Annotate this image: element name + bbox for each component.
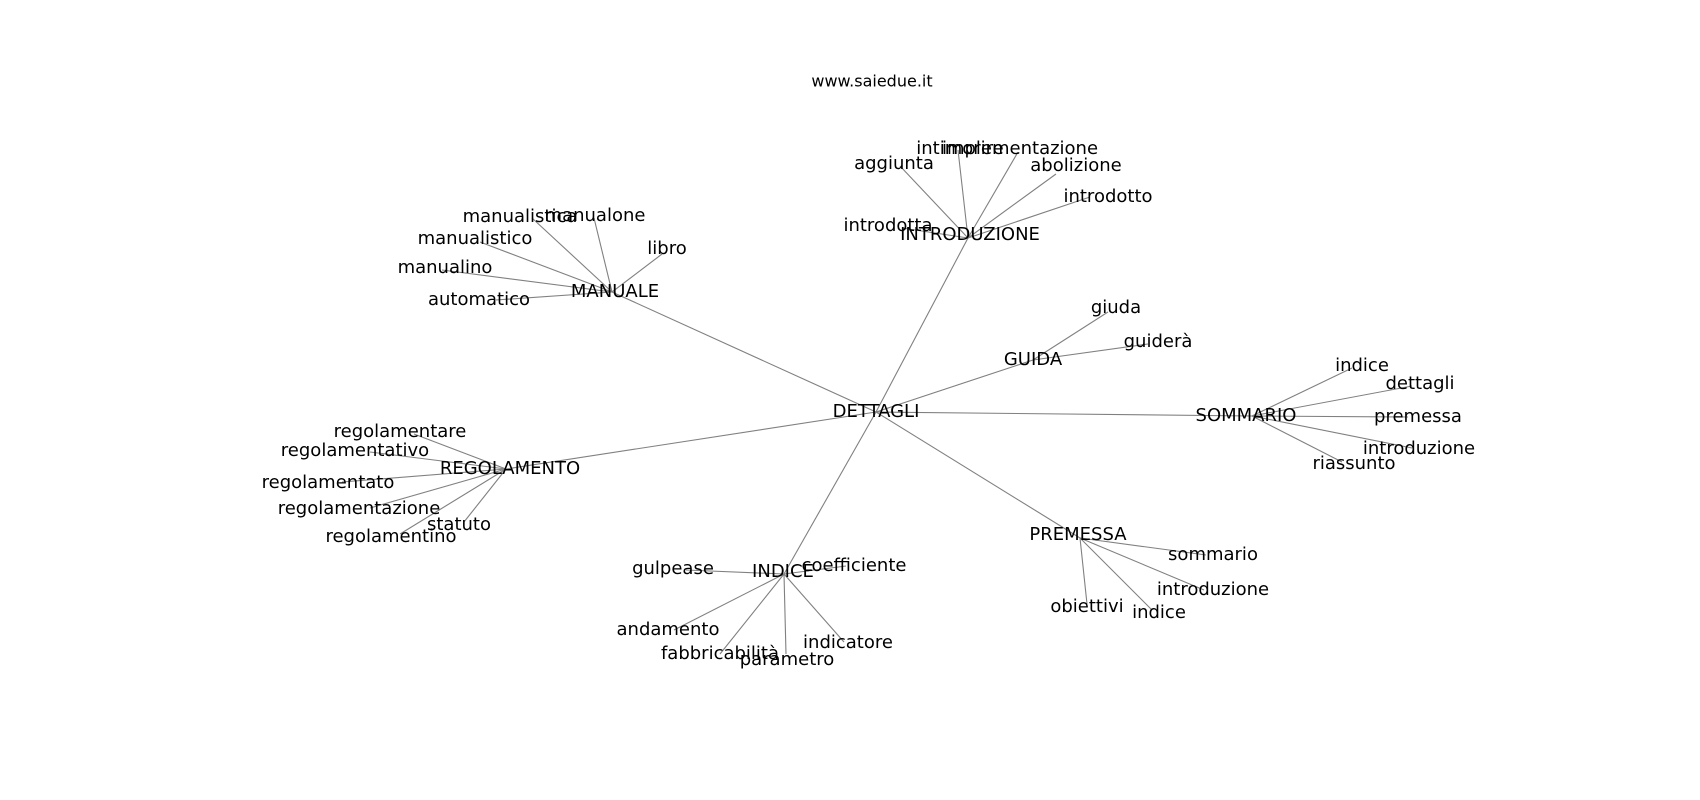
edge-hub-to-leaf — [1079, 537, 1207, 556]
leaf-node: premessa — [1374, 406, 1462, 427]
edge-hub-to-leaf — [441, 269, 613, 293]
leaf-node: introdotta — [843, 215, 932, 236]
leaf-node: regolamentino — [325, 526, 456, 547]
edge-hub-to-leaf — [967, 196, 1091, 239]
edge-hub-to-leaf — [783, 573, 845, 643]
leaf-node: regolamentato — [262, 472, 395, 493]
leaf-node: andamento — [617, 619, 720, 640]
leaf-node: abolizione — [1030, 155, 1121, 176]
leaf-node: indicatore — [803, 632, 893, 653]
edge-hub-to-leaf — [1251, 385, 1413, 417]
edge-hub-to-leaf — [685, 569, 785, 575]
leaf-node: parametro — [740, 649, 835, 670]
leaf-node: manualino — [398, 257, 493, 278]
edge-hub-to-leaf — [1251, 415, 1413, 449]
center-node: DETTAGLI — [833, 401, 920, 422]
edge-hub-to-leaf — [369, 451, 507, 470]
edge-hub-to-leaf — [399, 468, 507, 535]
edge-center-to-hub — [875, 411, 1081, 539]
edge-hub-to-leaf — [463, 468, 507, 523]
leaf-node: guiderà — [1124, 331, 1193, 352]
edge-hub-to-leaf — [593, 217, 613, 293]
edge-hub-to-leaf — [783, 573, 787, 655]
leaf-node: regolamentativo — [281, 440, 429, 461]
leaf-node: obiettivi — [1050, 596, 1123, 617]
edge-center-to-hub — [505, 411, 877, 470]
edge-hub-to-leaf — [413, 433, 507, 470]
edge-hub-to-leaf — [967, 173, 1057, 239]
leaf-node: gulpease — [632, 558, 714, 579]
edge-center-to-hub — [611, 291, 877, 413]
edge-center-to-hub — [875, 411, 1253, 417]
leaf-node: aggiunta — [854, 153, 934, 174]
leaf-node: sommario — [1168, 544, 1258, 565]
edge-hub-to-leaf — [1079, 537, 1153, 611]
leaf-node: intimorire — [916, 138, 1004, 159]
leaf-node: introduzione — [1157, 579, 1269, 600]
edge-hub-to-leaf — [1032, 343, 1149, 361]
edge-hub-to-leaf — [673, 573, 785, 631]
leaf-node: manualone — [545, 205, 646, 226]
edge-hub-to-leaf — [1251, 415, 1343, 463]
hub-node: PREMESSA — [1029, 524, 1127, 545]
edge-hub-to-leaf — [967, 151, 1019, 239]
edge-hub-to-leaf — [1251, 367, 1353, 417]
leaf-node: indice — [1335, 355, 1389, 376]
leaf-node: statuto — [427, 514, 491, 535]
edge-hub-to-leaf — [1032, 311, 1109, 361]
edge-center-to-hub — [875, 237, 969, 413]
edge-hub-to-leaf — [479, 241, 613, 293]
leaf-node: libro — [647, 238, 686, 259]
leaf-node: riassunto — [1312, 453, 1395, 474]
leaf-node: manualistico — [418, 228, 533, 249]
hub-node: INTRODUZIONE — [900, 224, 1040, 245]
edge-center-to-hub — [875, 359, 1034, 413]
edge-hub-to-leaf — [531, 217, 613, 293]
edge-hub-to-leaf — [495, 291, 613, 301]
hub-node: INDICE — [752, 561, 814, 582]
edge-hub-to-leaf — [719, 573, 785, 655]
edge-hub-to-leaf — [369, 468, 507, 509]
leaf-node: manualistica — [463, 206, 578, 227]
edge-center-to-hub — [783, 411, 877, 575]
edge-hub-to-leaf — [1079, 537, 1088, 605]
edge-hub-to-leaf — [611, 253, 663, 293]
edge-hub-to-leaf — [899, 165, 969, 239]
leaf-node: giuda — [1091, 297, 1141, 318]
site-watermark: www.saiedue.it — [811, 72, 932, 91]
hub-node: SOMMARIO — [1196, 405, 1297, 426]
leaf-node: dettagli — [1385, 373, 1454, 394]
hub-node: REGOLAMENTO — [440, 458, 580, 479]
edge-hub-to-leaf — [1079, 537, 1205, 591]
leaf-node: introduzione — [1363, 438, 1475, 459]
edge-hub-to-leaf — [341, 468, 507, 483]
leaf-node: regolamentare — [334, 421, 467, 442]
labels-layer: DETTAGLI INTRODUZIONE intimorireimplementa… — [262, 138, 1476, 670]
leaf-node: introdotto — [1063, 186, 1152, 207]
hub-node: GUIDA — [1004, 349, 1063, 370]
edge-hub-to-leaf — [957, 149, 969, 239]
edge-hub-to-leaf — [783, 565, 847, 575]
edge-hub-to-leaf — [901, 227, 969, 239]
leaf-node: fabbricabilità — [661, 643, 779, 664]
edges-layer — [341, 149, 1413, 655]
leaf-node: automatico — [428, 289, 530, 310]
leaf-node: implementazione — [942, 138, 1098, 159]
edge-hub-to-leaf — [1251, 415, 1409, 418]
leaf-node: coefficiente — [802, 555, 907, 576]
leaf-node: regolamentazione — [278, 498, 441, 519]
hub-node: MANUALE — [571, 281, 659, 302]
leaf-node: indice — [1132, 602, 1186, 623]
